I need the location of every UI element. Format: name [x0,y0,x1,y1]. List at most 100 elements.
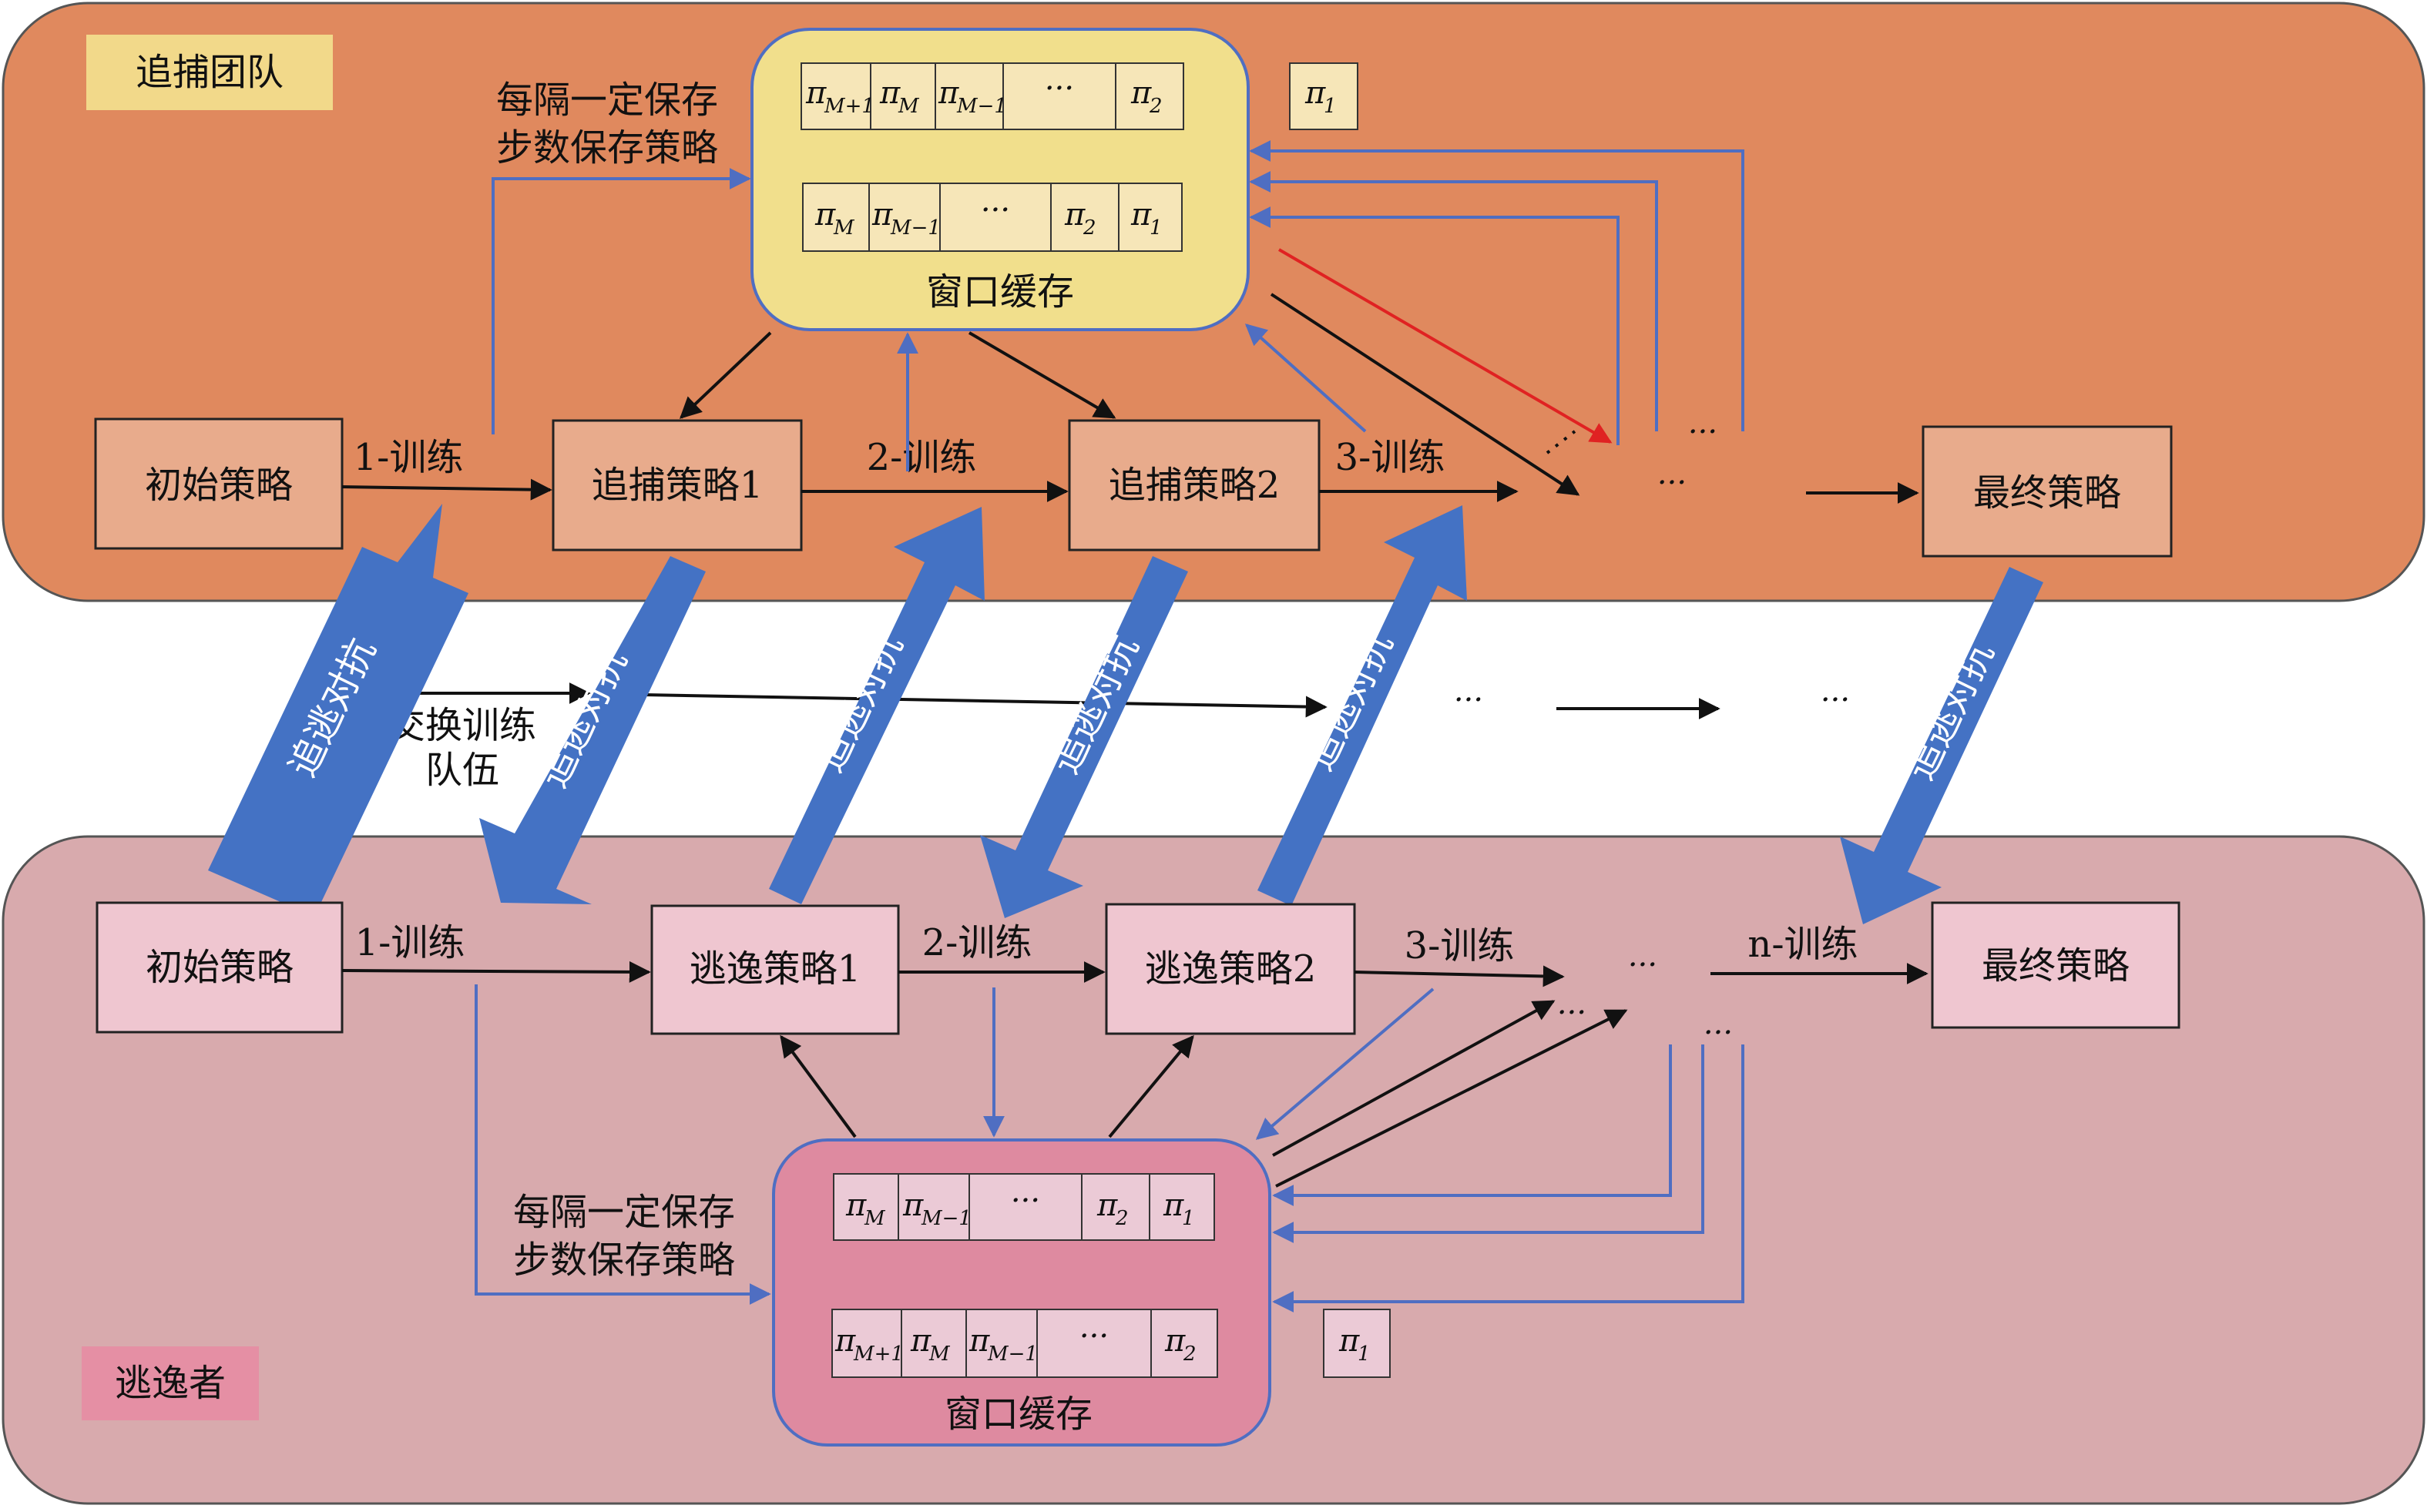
evader-save-text-2: 步数保存策略 [513,1239,735,1282]
pursuit-team-label: 追捕团队 [136,51,284,94]
evader-train-2-label: 2-训练 [922,921,1032,964]
pi-symbol: π [814,197,836,233]
pi-subscript: 2 [1115,1207,1129,1230]
pi-symbol: π [1338,1323,1360,1359]
feedback-line-1 [1249,140,1744,431]
pi-subscript: M−1 [987,1343,1038,1366]
pi-symbol: π [845,1188,867,1223]
pi-symbol: π [1064,197,1086,233]
pi-subscript: M [833,216,855,240]
cache-to-evader-policy-2-arrow [1108,1034,1194,1138]
evader-policy-1-node [650,904,900,1035]
pi-subscript: 1 [1358,1343,1371,1366]
pi-subscript: M−1 [956,95,1007,118]
policy-2-to-cache-arrow [1244,324,1367,433]
cache-to-policy-2-arrow [968,331,1116,419]
pursuit-cache-row-1: π M+1 π M π M−1 ··· π 2 [801,62,1184,130]
pi-symbol: π [1130,197,1152,233]
pursuit-train-3-label: 3-训练 [1335,436,1445,479]
pursuit-cache-title: 窗口缓存 [926,270,1074,313]
pursuit-evicted-cell [1289,62,1358,130]
evader-ellipsis: ··· [1704,1015,1733,1051]
pi-symbol: π [1164,1323,1186,1359]
pi-symbol: π [968,1323,990,1359]
swap-text-2: 队伍 [425,749,499,792]
pi-subscript: 2 [1149,95,1163,118]
cache-to-policy-1-arrow [679,331,772,419]
evader-initial-node [96,901,344,1034]
pi-subscript: 1 [1150,216,1163,240]
evader-train-1-arrow [341,961,651,983]
pi-symbol: π [871,197,893,233]
evader-cache-row-2: π M+1 π M π M−1 ··· π 2 [831,1309,1218,1378]
pursuit-policy-1-label: 追捕策略1 [592,464,764,507]
pursuit-initial-node [94,417,344,550]
pursuit-policy-2-node [1068,419,1321,551]
pi-symbol: π [1130,75,1152,111]
cache-cell [898,1173,970,1241]
cache-cell [802,183,870,252]
cache-cell [1050,183,1120,252]
cache-cell [935,62,1004,130]
swap-ellipsis: ··· [1821,682,1850,718]
pursuit-train-1-label: 1-训练 [354,436,464,479]
cache-cell [868,183,941,252]
cache-ellipsis: ··· [1045,71,1074,106]
cache-cell [1036,1309,1152,1378]
evader-save-text-1: 每隔一定保存 [513,1191,735,1234]
pi-symbol: π [805,75,827,111]
pursuit-final-node [1922,425,2173,558]
evader-initial-label: 初始策略 [146,946,294,989]
cache-to-next-arrow-2 [1275,1009,1628,1188]
pursuit-save-text-1: 每隔一定保存 [496,79,718,122]
pi-subscript: M−1 [921,1207,972,1230]
pi-subscript: M+1 [853,1343,904,1366]
pi-subscript: 2 [1183,1343,1197,1366]
evader-label: 逃逸者 [115,1362,226,1405]
evader-feedback-line-1 [1272,1044,1672,1206]
swap-ellipsis: ··· [1454,682,1483,718]
swap-text-1: 交换训练 [388,704,536,747]
pi-symbol: π [902,1188,924,1223]
pursuit-initial-label: 初始策略 [145,464,293,507]
cache-cell [801,62,871,130]
evader-evicted-cell [1323,1309,1391,1378]
pi-symbol: π [1304,75,1326,111]
evader-policy-2-node [1105,903,1356,1035]
evader-policy-1-label: 逃逸策略1 [690,947,861,991]
evader-final-node [1931,901,2180,1029]
pursuit-policy-2-label: 追捕策略2 [1109,464,1281,507]
evader-train-1-label: 1-训练 [355,921,465,964]
evader-train-3-arrow [1354,965,1565,987]
cache-cell [1002,62,1116,130]
cache-cell [1115,62,1184,130]
evader-train-3-label: 3-训练 [1405,924,1515,967]
evader-ellipsis: ··· [1557,995,1586,1031]
pi-subscript: 1 [1324,95,1337,118]
evader-train-n-label: n-训练 [1747,923,1858,966]
cache-cell [1081,1173,1150,1241]
pi-subscript: M−1 [890,216,941,240]
pi-subscript: 2 [1083,216,1096,240]
cache-cell [833,1173,899,1241]
pi-symbol: π [1096,1188,1118,1223]
pursuit-cache-row-2: π M π M−1 ··· π 2 π 1 [802,183,1183,252]
cache-cell [1118,183,1183,252]
pi-symbol: π [938,75,959,111]
evader-save-arrow [475,984,771,1305]
pi-subscript: M [864,1207,886,1230]
pi-symbol: π [910,1323,932,1359]
cache-cell [939,183,1052,252]
pi-subscript: 1 [1182,1207,1195,1230]
feedback-line-2 [1249,171,1658,431]
cache-to-next-red-arrow [1277,248,1613,444]
pursuit-save-text-2: 步数保存策略 [496,126,718,169]
swap-line-2 [643,693,1328,718]
pursuit-final-label: 最终策略 [1973,471,2121,515]
evader-label-box [82,1346,259,1420]
pi-symbol: π [834,1323,856,1359]
cache-cell [901,1309,967,1378]
pi-symbol: π [879,75,901,111]
cache-ellipsis: ··· [981,193,1010,228]
